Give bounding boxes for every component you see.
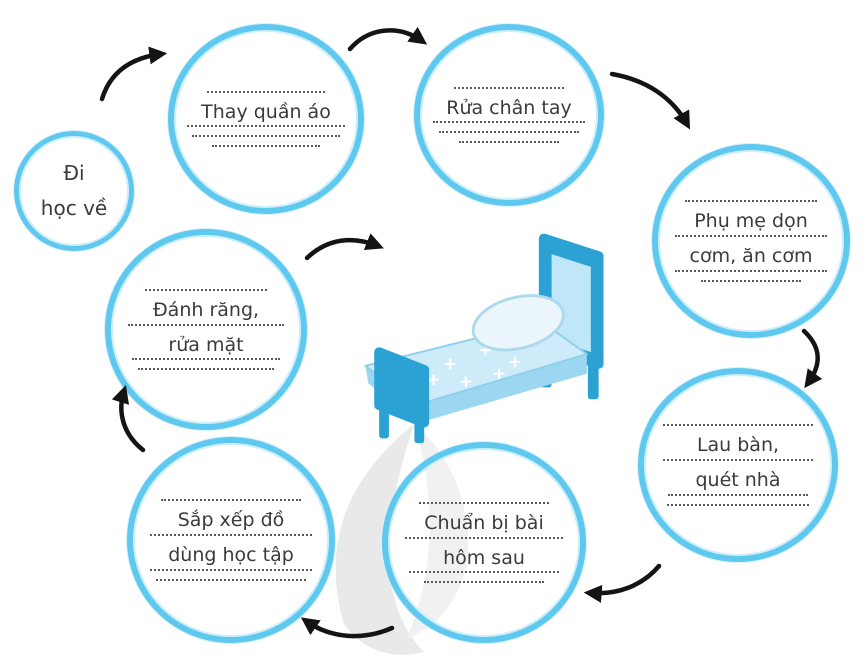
dotted-blank-line	[454, 86, 564, 89]
dotted-blank-line	[439, 131, 579, 134]
dotted-blank-line	[161, 499, 301, 502]
activity-circle-clean-house: Lau bàn, quét nhà	[638, 368, 838, 562]
activity-label-line: hôm sau	[409, 547, 559, 574]
bed-illustration	[364, 233, 604, 444]
dotted-blank-line	[685, 200, 817, 203]
activity-circle-arrange-supplies: Sắp xếp đồ dùng học tập	[127, 437, 335, 643]
activity-circle-wash-hands-feet: Rửa chân tay	[414, 24, 604, 206]
activity-circle-start: Đi học về	[14, 131, 134, 251]
arrow-clean-house-to-prepare-lessons	[583, 563, 662, 603]
activity-label-line: Chuẩn bị bài	[405, 512, 563, 539]
arrow-wash-to-help-meal	[609, 71, 691, 130]
dotted-blank-line	[663, 424, 813, 427]
activity-label-line: rửa mặt	[132, 334, 280, 361]
arrow-change-clothes-to-wash	[347, 26, 428, 52]
activity-label-line: Phụ mẹ dọn	[675, 210, 827, 237]
dotted-blank-line	[145, 288, 267, 291]
dotted-blank-line	[419, 501, 549, 504]
activity-circle-help-meal: Phụ mẹ dọn cơm, ăn cơm	[652, 144, 850, 338]
activity-label-line: Sắp xếp đồ	[150, 509, 312, 536]
activity-label-line: quét nhà	[668, 469, 808, 496]
activity-label-line: cơm, ăn cơm	[675, 245, 827, 272]
dotted-blank-line	[192, 135, 340, 138]
activity-label-line: Rửa chân tay	[433, 97, 585, 124]
activity-circle-brush-teeth: Đánh răng, rửa mặt	[105, 229, 307, 430]
activity-label-line: Lau bàn,	[663, 434, 813, 461]
activity-circle-prepare-lessons: Chuẩn bị bài hôm sau	[382, 442, 586, 643]
dotted-blank-line	[701, 279, 801, 282]
arrow-start-to-change-clothes	[99, 46, 168, 102]
activity-label-line: Thay quần áo	[187, 101, 345, 128]
dotted-blank-line	[459, 141, 559, 144]
dotted-blank-line	[207, 90, 325, 93]
dotted-blank-line	[667, 503, 809, 506]
dotted-blank-line	[138, 368, 274, 371]
dotted-blank-line	[212, 145, 320, 148]
dotted-blank-line	[424, 581, 544, 584]
activity-label-line: dùng học tập	[150, 544, 312, 571]
dotted-blank-line	[156, 578, 306, 581]
arrow-help-meal-to-clean-house	[801, 328, 823, 389]
activity-label-line: Đánh răng,	[128, 299, 284, 326]
start-label-line: học về	[40, 196, 108, 220]
start-label-line: Đi	[63, 161, 85, 185]
activity-circle-change-clothes: Thay quần áo	[168, 24, 364, 214]
